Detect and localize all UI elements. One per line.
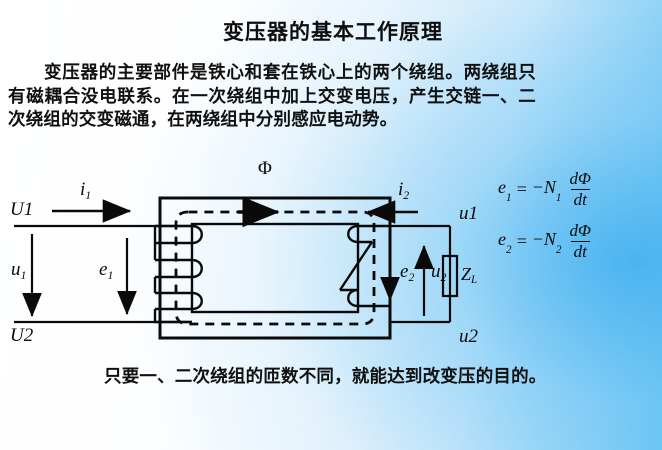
secondary-current-label: i2 [398,179,410,202]
formula-coefficient: −N2 [531,229,562,257]
primary-terminal-bottom-label: U2 [10,325,34,346]
formula-lhs: e1 [498,177,512,205]
primary-winding-coil [153,224,203,324]
formula-denominator: dt [570,188,590,209]
flux-path-dashed [174,210,376,326]
formula-denominator: dt [570,240,590,261]
transformer-diagram: Φ U1 U2 i1 u1 e1 i2 u1 u2 e2 u2 ZL e1 = … [0,150,662,360]
emf-formula-primary: e1 = −N1 dΦ dt [498,170,594,208]
conclusion-paragraph: 只要一、二次绕组的匝数不同，就能达到改变压的目的。 [104,367,547,387]
formula-lhs: e2 [498,229,512,257]
formula-equals: = [515,230,528,251]
emf-formula-secondary: e2 = −N2 dΦ dt [498,222,594,260]
secondary-terminal-bottom-label: u2 [459,326,478,347]
intro-paragraph: 变压器的主要部件是铁心和套在铁心上的两个绕组。两绕组只有磁耦合没电联系。在一次绕… [8,63,536,130]
load-impedance-symbol [441,254,459,298]
load-impedance-label: ZL [461,264,478,287]
primary-terminal-top-label: U1 [10,199,34,220]
secondary-winding-coil [339,224,390,308]
core-inner-window [190,222,360,314]
primary-voltage-label: u1 [11,259,27,282]
transformer-schematic-svg [14,196,459,340]
primary-emf-label: e1 [99,259,114,282]
formula-coefficient: −N1 [531,177,562,205]
page-title: 变压器的基本工作原理 [223,20,443,44]
primary-current-label: i1 [80,179,92,202]
secondary-emf-label: e2 [400,261,415,284]
flux-label: Φ [258,158,272,179]
formula-fraction: dΦ dt [566,222,593,260]
secondary-voltage-label: u2 [431,261,447,284]
formula-numerator: dΦ [569,169,591,188]
formula-equals: = [515,178,528,199]
secondary-terminal-top-label: u1 [459,203,478,224]
formula-numerator: dΦ [569,221,591,240]
formula-fraction: dΦ dt [566,170,593,208]
